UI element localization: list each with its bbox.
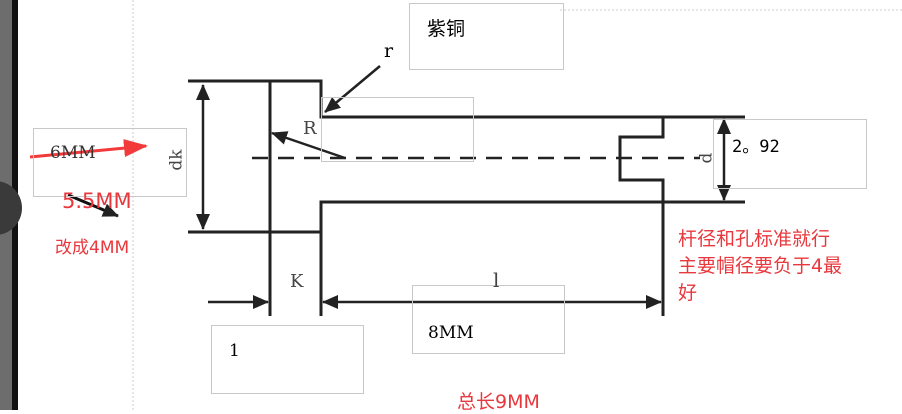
note-block: 杆径和孔标准就行 主要帽径要负于4最 好 [678, 226, 842, 307]
l-value-box [412, 285, 565, 354]
red-arrow [29, 139, 148, 159]
l-label: l [493, 268, 500, 292]
R-leader [271, 131, 346, 160]
dk-value: 6MM [50, 143, 96, 163]
total-length-note: 总长9MM [457, 391, 540, 413]
dk-label: dk [166, 149, 187, 171]
d-value-box [713, 119, 867, 189]
r-leader [324, 65, 381, 113]
k-value: 1 [229, 341, 240, 361]
note-line-3: 好 [678, 282, 698, 304]
k-value-box [211, 325, 364, 394]
R-label: R [303, 118, 317, 139]
material-label: 紫铜 [427, 18, 466, 40]
material-box [409, 3, 564, 70]
dk-value-box [33, 128, 187, 197]
black-arrow [67, 193, 119, 218]
r-label: r [384, 40, 394, 62]
dk-change-note: 改成4MM [55, 238, 130, 258]
d-value: 2。92 [732, 137, 780, 157]
l-value: 8MM [428, 323, 474, 343]
dk-new-value: 5.5MM [62, 189, 132, 213]
R-box [321, 97, 474, 162]
d-label: d [696, 152, 717, 164]
K-label: K [290, 271, 304, 292]
note-line-2: 主要帽径要负于4最 [678, 255, 843, 277]
note-line-1: 杆径和孔标准就行 [678, 228, 831, 250]
scroll-handle[interactable] [0, 181, 22, 235]
